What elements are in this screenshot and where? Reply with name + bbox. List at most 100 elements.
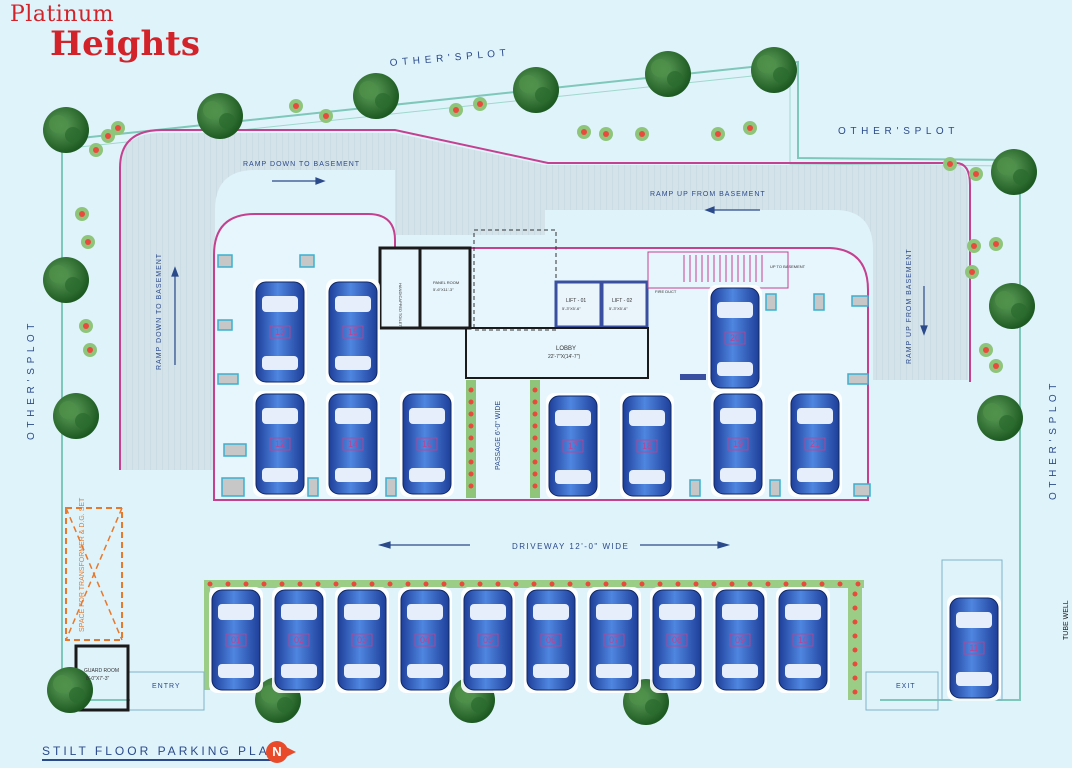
flower-icon [101,129,115,143]
car-number-label: 02 [294,635,304,645]
flower-icon [75,207,89,221]
car-number-label: 12 [275,439,285,449]
hedge-flower [441,581,447,587]
hedge-flower [333,581,339,587]
lift2-label: LIFT - 02 [612,298,632,304]
hedge-flower [675,581,681,587]
hedge-flower [837,581,843,587]
hedge-flower [279,581,285,587]
transformer-label: SPACE FOR TRANSFORMER & D.G. SET [79,497,86,632]
parking-car-05: 05 [461,587,515,693]
entry-label: ENTRY [152,683,181,690]
car-number-label: 08 [672,635,682,645]
car-number-label: 13 [275,327,285,337]
parking-car-02: 02 [272,587,326,693]
tree-icon [53,393,99,439]
tree-icon [197,93,243,139]
up-to-label: UP TO BASEMENT [770,264,806,269]
hedge-flower [468,423,474,429]
car-number-label: 10 [798,635,808,645]
tree-icon [989,283,1035,329]
trees [43,47,1037,725]
parking-car-15: 15 [326,279,380,385]
hedge-flower [468,459,474,465]
hedge-flower [549,581,555,587]
ramp-down-side-label: RAMP DOWN TO BASEMENT [156,253,163,370]
hedge-flower [532,387,538,393]
hedge-flower [369,581,375,587]
hedge-flower [585,581,591,587]
tree-icon [47,667,93,713]
tree-icon [353,73,399,119]
hedge-flower [532,411,538,417]
parking-car-07: 07 [587,587,641,693]
hedge-flower [532,483,538,489]
flower-icon [989,359,1003,373]
driveway-arrows [171,177,928,549]
car-number-label: 19 [733,439,743,449]
hedge-flower [468,483,474,489]
hedge-flower [387,581,393,587]
others-plot-right-top: O T H E R ' S P L O T [838,126,955,137]
car-number-label: 16 [422,439,432,449]
tree-icon [43,107,89,153]
parking-car-17: 17 [546,393,600,499]
parking-car-16: 16 [400,391,454,497]
hedge-flower [852,633,858,639]
flower-icon [319,109,333,123]
flower-icon [89,143,103,157]
hedge-flower [801,581,807,587]
hedge-flower [468,387,474,393]
car-number-label: 21 [810,439,820,449]
flower-icon [969,167,983,181]
hedge-flower [261,581,267,587]
car-number-label: 03 [357,635,367,645]
hedge-flower [747,581,753,587]
flower-icon [79,319,93,333]
car-number-label: 01 [231,635,241,645]
hedge-flower [657,581,663,587]
hedge-flower [855,581,861,587]
parking-car-08: 08 [650,587,704,693]
panel-label: PANEL ROOM [433,280,459,285]
tree-icon [645,51,691,97]
lift1-label: LIFT - 01 [566,298,586,304]
hedge-flower [603,581,609,587]
hedge-flower [477,581,483,587]
flower-icon [577,125,591,139]
brand-name-line1: Platinum [10,2,115,27]
parking-car-19: 19 [711,391,765,497]
flower-icon [711,127,725,141]
hedge-flower [765,581,771,587]
exit-label: EXIT [896,683,916,690]
panel-dim: 5'-6"X11'-3" [433,287,454,292]
tube-well-label: TUBE WELL [1063,600,1070,640]
parking-car-20: 20 [708,285,762,391]
tree-icon [977,395,1023,441]
car-number-label: 17 [568,441,578,451]
flower-icon [965,265,979,279]
flower-icon [743,121,757,135]
hedge-flower [852,675,858,681]
car-number-label: 05 [483,635,493,645]
hedge-flower [468,447,474,453]
others-plot-left: O T H E R ' S P L O T [26,323,37,440]
parking-car-21: 21 [788,391,842,497]
car-number-label: 07 [609,635,619,645]
hedge-flower [693,581,699,587]
columns [217,254,871,497]
hedge-flower [243,581,249,587]
flower-icon [599,127,613,141]
ramp-down-top-label: RAMP DOWN TO BASEMENT [243,161,360,168]
parking-car-11: 11 [947,595,1001,701]
flower-icon [635,127,649,141]
hedge-flower [729,581,735,587]
guard-room-label: GUARD ROOM [84,668,119,674]
fire-label: FIRE DUCT [655,289,677,294]
car-number-label: 14 [348,439,358,449]
hedge-flower [468,399,474,405]
brand-name-line2: Heights [50,24,201,64]
